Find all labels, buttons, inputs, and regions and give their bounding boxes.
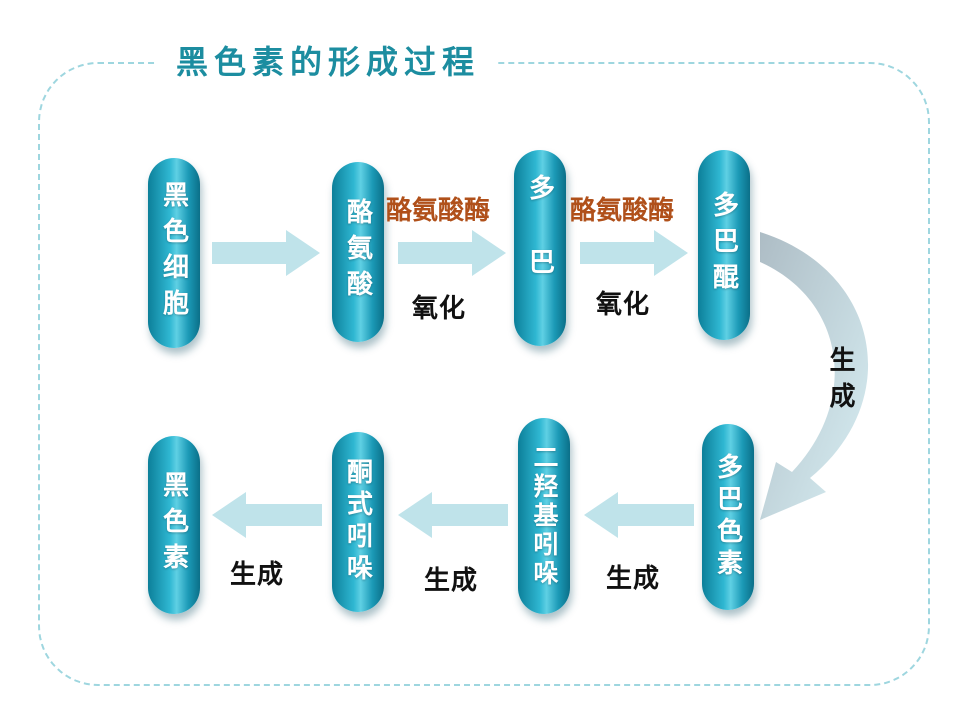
node-dopaquinone-label: 多巴醌 [708, 191, 739, 299]
enzyme-label-1: 酪氨酸酶 [386, 196, 491, 226]
node-melanocyte-label: 黑色细胞 [158, 181, 189, 325]
action-label-5: 生成 [230, 560, 285, 590]
diagram-title: 黑色素的形成过程 [158, 36, 499, 88]
node-keto-indole-label: 酮式吲哚 [342, 458, 373, 586]
node-tyrosine: 酪氨酸 [332, 162, 384, 342]
node-melanin: 黑色素 [148, 436, 200, 614]
action-label-3: 生成 [606, 564, 661, 594]
arrow-right-3 [580, 230, 688, 276]
node-melanocyte: 黑色细胞 [148, 158, 200, 348]
action-label-1: 氧化 [412, 294, 467, 324]
arrow-right-2 [398, 230, 506, 276]
arrow-left-2 [398, 492, 508, 538]
node-dopachrome-label: 多巴色素 [712, 453, 743, 581]
action-label-2: 氧化 [596, 290, 651, 320]
action-label-curve: 生成 [825, 346, 855, 418]
node-dopaquinone: 多巴醌 [698, 150, 750, 340]
action-label-4: 生成 [424, 566, 479, 596]
node-tyrosine-label: 酪氨酸 [342, 198, 373, 306]
arrow-left-1 [584, 492, 694, 538]
arrow-left-3 [212, 492, 322, 538]
node-dopa-label: 多巴 [524, 174, 555, 322]
node-keto-indole: 酮式吲哚 [332, 432, 384, 612]
node-melanin-label: 黑色素 [158, 471, 189, 579]
node-dopachrome: 多巴色素 [702, 424, 754, 610]
arrow-right-1 [212, 230, 320, 276]
node-dihydroxyindole: 二羟基吲哚 [518, 418, 570, 614]
node-dihydroxyindole-label: 二羟基吲哚 [530, 443, 559, 589]
node-dopa: 多巴 [514, 150, 566, 346]
enzyme-label-2: 酪氨酸酶 [570, 196, 675, 226]
